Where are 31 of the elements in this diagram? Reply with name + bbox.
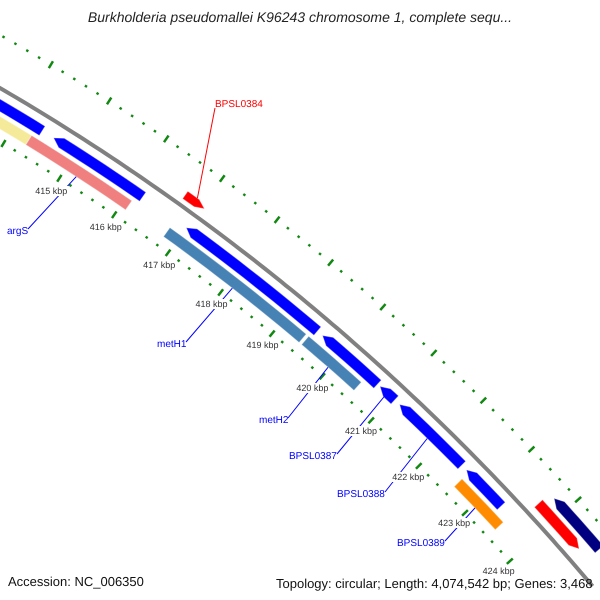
tick-label: 420 kbp	[295, 382, 330, 393]
summary-text: Topology: circular; Length: 4,074,542 bp; Genes: 3,468	[276, 576, 593, 591]
gene-label: BPSL0387	[289, 451, 337, 462]
gene-feature	[454, 478, 504, 530]
accession-text: Accession: NC_006350	[8, 574, 144, 589]
tick-label: 415 kbp	[34, 186, 68, 196]
gene-feature	[182, 190, 206, 210]
tick-label: 419 kbp	[246, 340, 280, 350]
leader-line	[196, 108, 216, 199]
gene-label: BPSL0388	[337, 489, 385, 500]
tick-label: 424 kbp	[482, 566, 516, 576]
gene-label: argS	[7, 226, 28, 237]
tick-label: 423 kbp	[437, 518, 472, 528]
gene-feature	[466, 469, 506, 510]
gene-feature	[379, 386, 400, 405]
gene-feature	[553, 498, 600, 554]
map-title: Burkholderia pseudomallei K96243 chromosome 1, complete sequ...	[86, 9, 514, 25]
gene-label: BPSL0389	[397, 538, 445, 549]
tick-label: 422 kbp	[391, 472, 426, 482]
gene-feature	[52, 137, 147, 202]
tick-label: 417 kbp	[142, 260, 176, 270]
gene-label: metH2	[259, 415, 288, 426]
tick-label: 416 kbp	[88, 222, 123, 232]
tick-label: 421 kbp	[344, 426, 378, 436]
gene-label: metH1	[157, 339, 186, 350]
gene-feature	[25, 134, 133, 211]
gene-label: BPSL0384	[215, 99, 263, 110]
gene-feature	[398, 404, 466, 470]
gene-feature	[534, 499, 580, 550]
gene-feature	[186, 227, 322, 336]
tick-label: 418 kbp	[194, 299, 228, 310]
